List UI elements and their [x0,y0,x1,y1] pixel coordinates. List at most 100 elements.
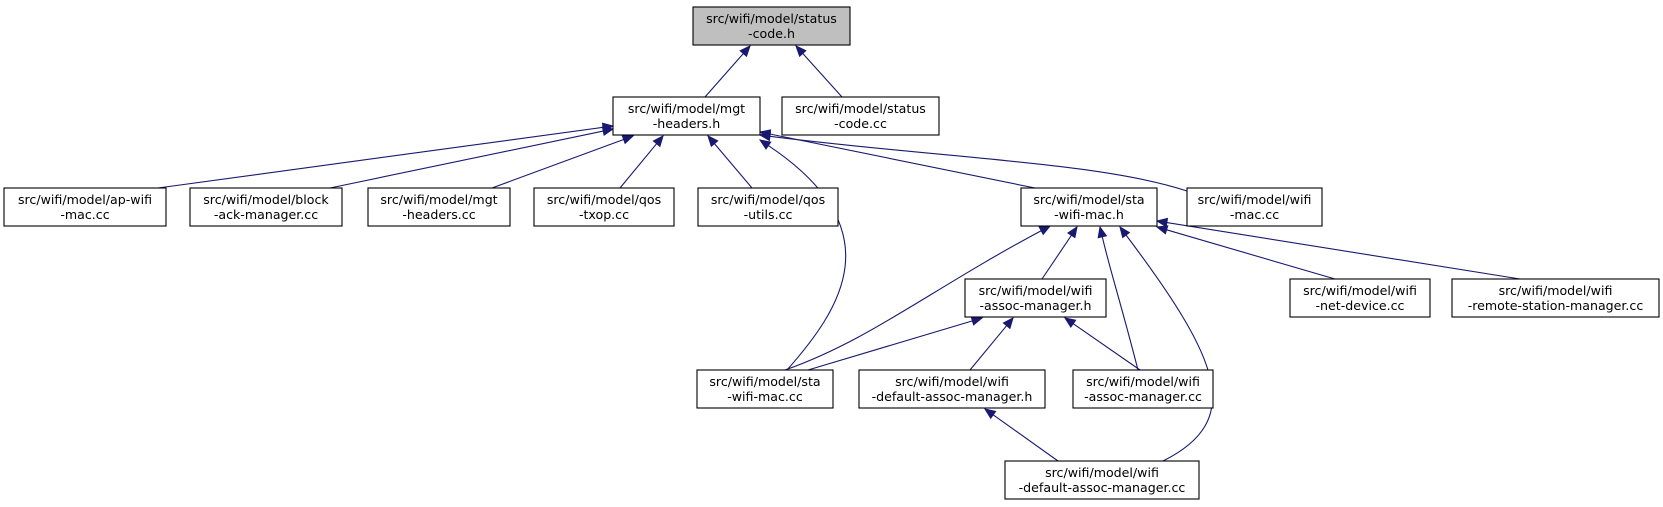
edge-line [619,143,658,189]
arrowhead [1002,317,1014,330]
arrowhead [1119,225,1131,239]
arrowhead [1066,225,1078,239]
nodes-layer: src/wifi/model/status-code.hsrc/wifi/mod… [3,6,1660,500]
arrowhead [1155,217,1169,228]
arrowhead [795,45,807,58]
edge-line [1072,323,1141,371]
node-box [697,187,839,227]
node-box [1186,187,1323,227]
node-label-line-2: -wifi-mac.h [1054,207,1124,222]
node-label-line-1: src/wifi/model/wifi [1086,374,1200,389]
node-net-device-cc[interactable]: src/wifi/model/wifi-net-device.cc [1289,278,1431,318]
node-status-cc[interactable]: src/wifi/model/status-code.cc [781,96,940,136]
node-box [367,187,511,227]
edge-qos_txop_cc-to-mgt_h [619,135,664,189]
arrowhead [983,408,997,420]
edge-assoc_cc-to-sta_h [1097,225,1139,371]
node-sta-h[interactable]: src/wifi/model/sta-wifi-mac.h [1020,187,1158,227]
node-box [781,96,940,136]
edge-line [1166,222,1521,280]
node-label-line-1: src/wifi/model/status [706,11,837,26]
edge-line [992,414,1059,462]
node-sta-cc[interactable]: src/wifi/model/sta-wifi-mac.cc [696,369,834,409]
edge-line [1101,236,1139,371]
node-block-ack-cc[interactable]: src/wifi/model/block-ack-manager.cc [189,187,343,227]
node-label-line-2: -mac.cc [1230,207,1279,222]
node-label-line-1: src/wifi/model/sta [709,374,820,389]
edge-line [807,320,973,371]
edge-line [802,53,843,98]
node-def-assoc-h[interactable]: src/wifi/model/wifi-default-assoc-manage… [858,369,1046,409]
edge-line [1125,234,1213,462]
edge-sta_cc-to-assoc_h [807,316,984,371]
edge-line [1041,234,1072,280]
arrowhead [758,131,772,142]
node-ap-wifi-mac-cc[interactable]: src/wifi/model/ap-wifi-mac.cc [3,187,167,227]
node-box [1020,187,1158,227]
node-assoc-h[interactable]: src/wifi/model/wifi-assoc-manager.h [964,278,1107,318]
node-label-line-1: src/wifi/model/wifi [1499,283,1613,298]
arrowhead [652,135,664,148]
node-label-line-2: -remote-station-manager.cc [1468,298,1644,313]
node-label-line-1: src/wifi/model/wifi [1045,465,1159,480]
edge-net_device_cc-to-sta_h [1155,225,1336,280]
edge-line [714,143,753,189]
edge-rsm_cc-to-sta_h [1155,217,1521,280]
edge-line [969,325,1008,371]
node-label-line-2: -assoc-manager.cc [1084,389,1202,404]
arrowhead [739,45,751,58]
edge-def_assoc_cc-to-def_assoc_h [983,408,1059,462]
node-label-line-1: src/wifi/model/qos [711,192,825,207]
arrowhead [601,126,615,137]
arrowhead [621,134,635,145]
node-label-line-2: -code.cc [834,116,887,131]
node-qos-utils-cc[interactable]: src/wifi/model/qos-utils.cc [697,187,839,227]
node-box [612,96,761,136]
edge-wifi_mac_cc-to-mgt_h [758,131,1188,192]
edge-sta_cc-to-mgt_h [758,139,847,371]
node-rsm-cc[interactable]: src/wifi/model/wifi-remote-station-manag… [1451,278,1660,318]
edge-def_assoc_h-to-assoc_h [969,317,1014,371]
node-label-line-1: src/wifi/model/wifi [1303,283,1417,298]
node-box [696,369,834,409]
node-wifi-mac-cc[interactable]: src/wifi/model/wifi-mac.cc [1186,187,1323,227]
edge-line [784,230,1042,371]
node-label-line-2: -ack-manager.cc [214,207,318,222]
node-box [692,6,851,46]
node-label-line-1: src/wifi/model/qos [547,192,661,207]
edge-status_cc-to-status_h [795,45,843,98]
arrowhead [758,139,772,150]
node-box [189,187,343,227]
node-label-line-2: -wifi-mac.cc [727,389,803,404]
node-box [1004,460,1200,500]
node-label-line-1: src/wifi/model/status [795,101,926,116]
edge-line [491,138,624,189]
node-box [964,278,1107,318]
node-mgt-cc[interactable]: src/wifi/model/mgt-headers.cc [367,187,511,227]
edge-line [768,145,847,371]
edge-line [769,135,1188,192]
node-label-line-2: -mac.cc [60,207,109,222]
arrowhead [970,316,984,326]
arrowhead [1038,225,1052,236]
node-label-line-2: -default-assoc-manager.cc [1019,480,1186,495]
arrowhead [707,135,719,148]
arrowhead [1063,317,1077,329]
node-label-line-1: src/wifi/model/ap-wifi [18,192,152,207]
node-assoc-cc[interactable]: src/wifi/model/wifi-assoc-manager.cc [1072,369,1214,409]
node-def-assoc-cc[interactable]: src/wifi/model/wifi-default-assoc-manage… [1004,460,1200,500]
node-label-line-2: -net-device.cc [1316,298,1405,313]
node-qos-txop-cc[interactable]: src/wifi/model/qos-txop.cc [533,187,675,227]
node-label-line-2: -txop.cc [579,207,629,222]
node-label-line-1: src/wifi/model/wifi [979,283,1093,298]
node-status-h[interactable]: src/wifi/model/status-code.h [692,6,851,46]
edge-line [704,53,744,98]
node-box [533,187,675,227]
edge-assoc_h-to-sta_h [1041,225,1078,280]
node-mgt-h[interactable]: src/wifi/model/mgt-headers.h [612,96,761,136]
node-label-line-1: src/wifi/model/wifi [895,374,1009,389]
edge-qos_utils_cc-to-mgt_h [707,135,753,189]
node-box [1451,278,1660,318]
